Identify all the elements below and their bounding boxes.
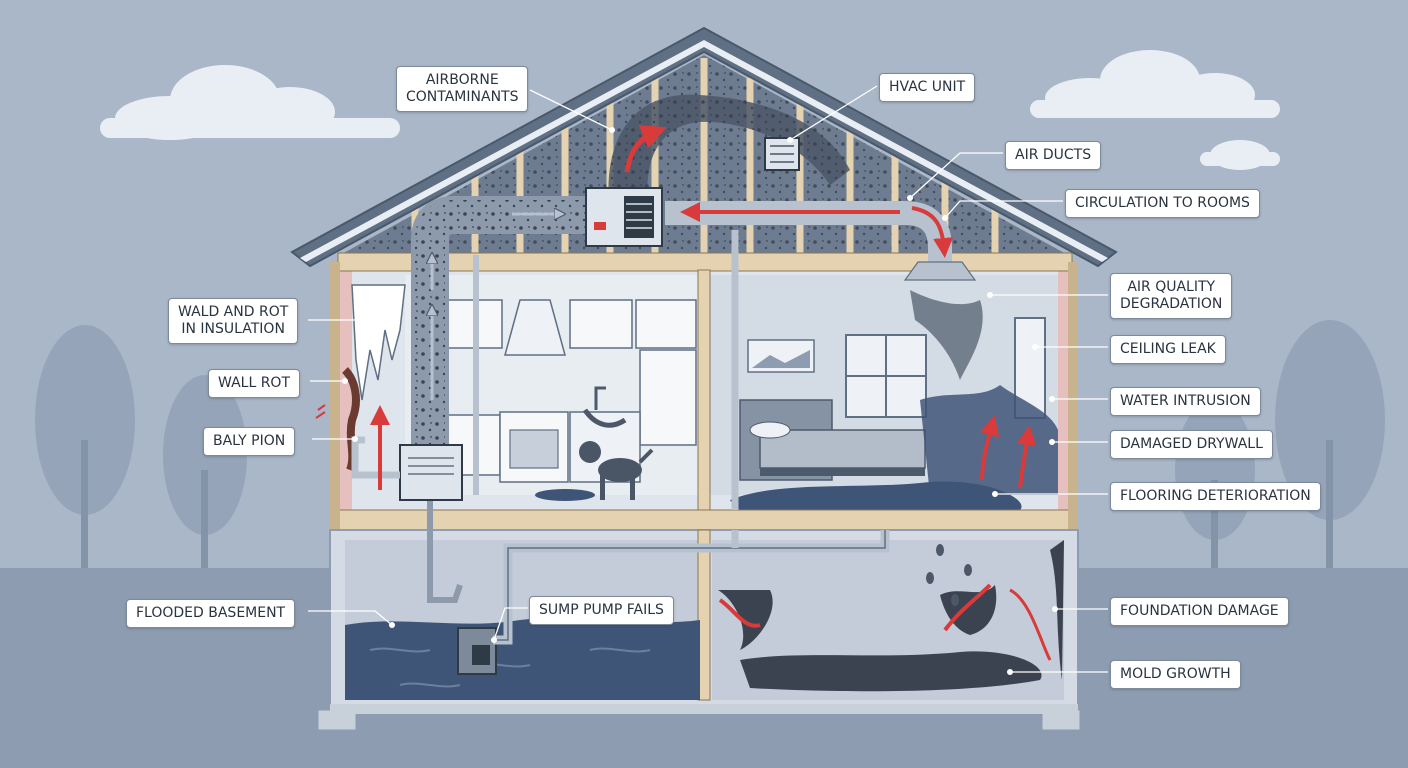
water-drips bbox=[926, 544, 972, 606]
tree-icon bbox=[1275, 320, 1385, 568]
label-circulation-to-rooms: CIRCULATION TO ROOMS bbox=[1065, 189, 1260, 218]
leader-lines bbox=[308, 85, 1108, 675]
kitchen-faucet bbox=[594, 386, 606, 410]
hvac-unit-icon bbox=[585, 187, 663, 247]
cloud-icon bbox=[100, 65, 400, 140]
dog-icon bbox=[579, 441, 654, 500]
label-damaged-drywall: DAMAGED DRYWALL bbox=[1110, 430, 1273, 459]
ceiling-mold bbox=[910, 290, 983, 380]
contaminant-arrow bbox=[624, 125, 667, 173]
label-mold-growth: MOLD GROWTH bbox=[1110, 660, 1241, 689]
tree-icon bbox=[35, 325, 135, 568]
label-air-quality-degradation: AIR QUALITY DEGRADATION bbox=[1110, 273, 1233, 319]
cloud-icon bbox=[1030, 50, 1280, 118]
floor-joist bbox=[337, 509, 1073, 531]
furnace-unit bbox=[399, 444, 463, 501]
center-stud bbox=[697, 269, 711, 511]
label-air-ducts: AIR DUCTS bbox=[1005, 141, 1102, 170]
sump-pump-icon bbox=[457, 627, 497, 675]
window-icon bbox=[845, 334, 927, 418]
label-sump-pump-fails: SUMP PUMP FAILS bbox=[529, 596, 674, 625]
label-wald-and-rot-in-insulation: WALD AND ROT IN INSULATION bbox=[168, 298, 299, 344]
kitchen-cabinets bbox=[439, 299, 697, 483]
label-flooded-basement: FLOODED BASEMENT bbox=[126, 599, 296, 628]
label-wall-rot: WALL ROT bbox=[208, 369, 301, 398]
basement-flood-water bbox=[345, 617, 700, 700]
insulation-left bbox=[338, 262, 352, 512]
floor-puddle bbox=[535, 489, 595, 501]
range-hood bbox=[504, 299, 566, 356]
label-hvac-unit: HVAC UNIT bbox=[879, 73, 976, 102]
label-water-intrusion: WATER INTRUSION bbox=[1110, 387, 1261, 416]
label-foundation-damage: FOUNDATION DAMAGE bbox=[1110, 597, 1289, 626]
bed-icon bbox=[739, 399, 926, 481]
roof bbox=[290, 26, 1118, 268]
damaged-insulation bbox=[351, 284, 406, 401]
label-airborne-contaminants: AIRBORNE CONTAMINANTS bbox=[396, 66, 529, 112]
basement-mold bbox=[740, 651, 1042, 692]
label-ceiling-leak: CEILING LEAK bbox=[1110, 335, 1226, 364]
ceiling-vent bbox=[903, 261, 977, 281]
cloud-icon bbox=[1200, 140, 1280, 170]
label-flooring-deterioration: FLOORING DETERIORATION bbox=[1110, 482, 1321, 511]
label-baly-pion: BALY PION bbox=[203, 427, 296, 456]
